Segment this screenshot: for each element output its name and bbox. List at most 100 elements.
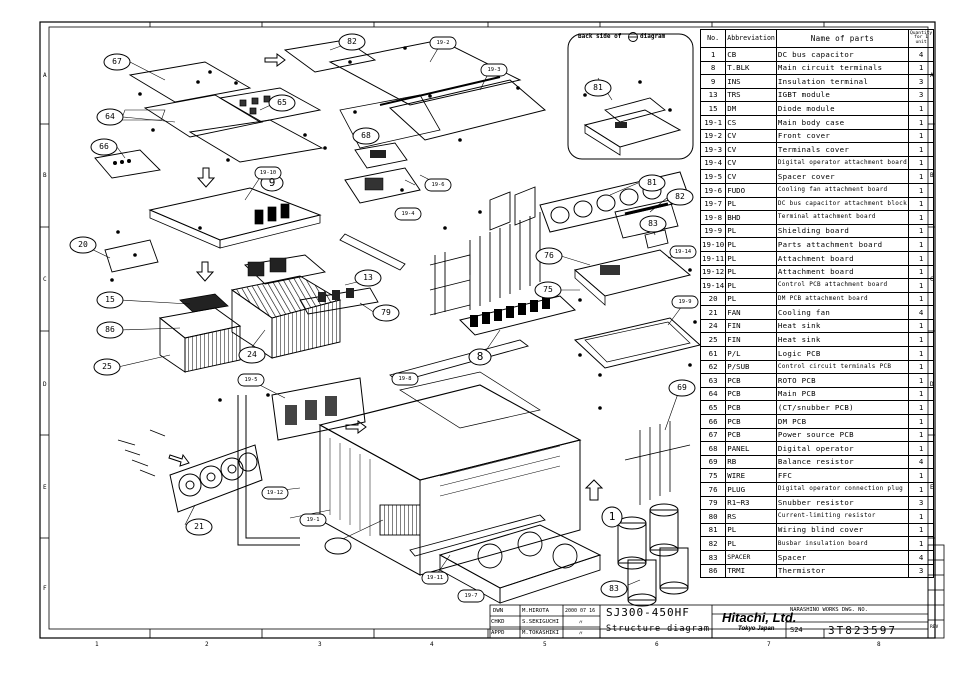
cell-abbr: RS bbox=[725, 509, 777, 524]
back-side-label: Back side of bbox=[578, 33, 622, 40]
tag-19-14: 19-14 bbox=[674, 249, 692, 255]
callout-13: 13 bbox=[363, 273, 373, 282]
cell-name: ROTO PCB bbox=[775, 373, 910, 388]
cell-abbr: PL bbox=[725, 250, 777, 266]
row-f: F bbox=[43, 585, 47, 592]
dwn-date: 2000 07 16 bbox=[565, 608, 596, 614]
works-label: NARASHINO WORKS DWG. NO. bbox=[790, 607, 868, 613]
tag-19-11: 19-11 bbox=[426, 575, 444, 581]
cell-abbr: P/SUB bbox=[725, 359, 777, 375]
back-side-suffix: diagram bbox=[640, 33, 666, 40]
cell-qty: 1 bbox=[907, 291, 935, 307]
callout-25: 25 bbox=[102, 362, 112, 371]
cell-abbr: T.BLK bbox=[725, 60, 777, 76]
cell-no: 81 bbox=[699, 522, 727, 538]
cell-abbr: PLUG bbox=[725, 482, 777, 497]
cell-name: Terminals cover bbox=[775, 142, 910, 157]
cell-no: 21 bbox=[699, 305, 727, 320]
callout-82: 82 bbox=[347, 37, 357, 46]
cell-qty: 1 bbox=[907, 196, 935, 212]
cell-abbr: CV bbox=[725, 142, 777, 157]
cell-name: IGBT module bbox=[775, 87, 910, 103]
cell-qty: 1 bbox=[907, 264, 935, 280]
cell-abbr: SPACER bbox=[725, 549, 777, 565]
cell-abbr: PCB bbox=[725, 373, 777, 388]
col-2: 2 bbox=[205, 641, 209, 648]
col-8: 8 bbox=[877, 641, 881, 648]
resistor-80 bbox=[379, 504, 421, 536]
cell-name: Control PCB attachment board bbox=[775, 278, 910, 293]
fans-21 bbox=[169, 444, 263, 513]
cell-no: 20 bbox=[699, 291, 727, 307]
cell-abbr: R1~R3 bbox=[725, 495, 777, 511]
cell-no: 65 bbox=[699, 400, 727, 416]
cell-no: 19-11 bbox=[699, 250, 727, 266]
bar bbox=[339, 233, 406, 271]
block-19-7 bbox=[438, 524, 602, 589]
tag-19-6: 19-6 bbox=[431, 182, 445, 188]
cell-abbr: TRS bbox=[725, 87, 777, 103]
cell-name: FFC bbox=[775, 468, 910, 483]
cell-abbr: PCB bbox=[725, 427, 777, 443]
tag-boxes bbox=[237, 36, 699, 603]
cell-name: Diode module bbox=[775, 101, 910, 116]
cell-qty: 4 bbox=[907, 47, 935, 62]
cell-qty: 1 bbox=[907, 169, 935, 184]
cell-name: Main PCB bbox=[775, 386, 910, 402]
cell-name: Power source PCB bbox=[775, 427, 910, 443]
cell-qty: 1 bbox=[907, 60, 935, 76]
cell-abbr: RB bbox=[725, 454, 777, 470]
cell-name: DC bus capacitor bbox=[775, 47, 910, 62]
cell-no: 19-6 bbox=[699, 182, 727, 198]
row-c: C bbox=[43, 276, 47, 283]
cell-qty: 1 bbox=[907, 482, 935, 497]
cell-no: 63 bbox=[699, 373, 727, 388]
cell-name: Terminal attachment board bbox=[775, 210, 910, 225]
callout-75: 75 bbox=[543, 285, 553, 294]
cell-qty: 1 bbox=[907, 128, 935, 144]
bracket-l bbox=[237, 395, 300, 546]
cell-name: Balance resistor bbox=[775, 454, 910, 470]
callout-67: 67 bbox=[112, 57, 122, 66]
shield-19-9 bbox=[271, 377, 366, 441]
tag-19-12: 19-12 bbox=[266, 490, 284, 496]
operator-68 bbox=[354, 142, 408, 169]
cell-no: 82 bbox=[699, 536, 727, 551]
chassis-19-10 bbox=[148, 187, 322, 241]
cell-no: 8 bbox=[699, 60, 727, 76]
cell-name: Busbar insulation board bbox=[775, 536, 910, 551]
tag-19-5: 19-5 bbox=[244, 377, 258, 383]
cell-name: Parts attachment board bbox=[775, 237, 910, 252]
cell-no: 1 bbox=[699, 47, 727, 62]
callout-1: 1 bbox=[608, 510, 616, 523]
callout-circles bbox=[69, 33, 696, 598]
cell-name: Front cover bbox=[775, 128, 910, 144]
bracket-20 bbox=[104, 239, 159, 273]
callout-8: 8 bbox=[476, 350, 484, 363]
cell-qty: 1 bbox=[907, 468, 935, 483]
callout-15: 15 bbox=[105, 295, 115, 304]
header-no: No. bbox=[699, 29, 727, 48]
cell-abbr: PANEL bbox=[725, 441, 777, 456]
board-19-4 bbox=[344, 167, 421, 204]
callout-24: 24 bbox=[247, 350, 257, 359]
sheet-code: S24 bbox=[790, 626, 803, 634]
callout-64: 64 bbox=[105, 112, 115, 121]
col-6: 6 bbox=[655, 641, 659, 648]
cell-abbr: BHD bbox=[725, 210, 777, 225]
cell-no: 9 bbox=[699, 74, 727, 89]
row-e: E bbox=[43, 484, 47, 491]
plate-19-9-right bbox=[573, 317, 702, 369]
